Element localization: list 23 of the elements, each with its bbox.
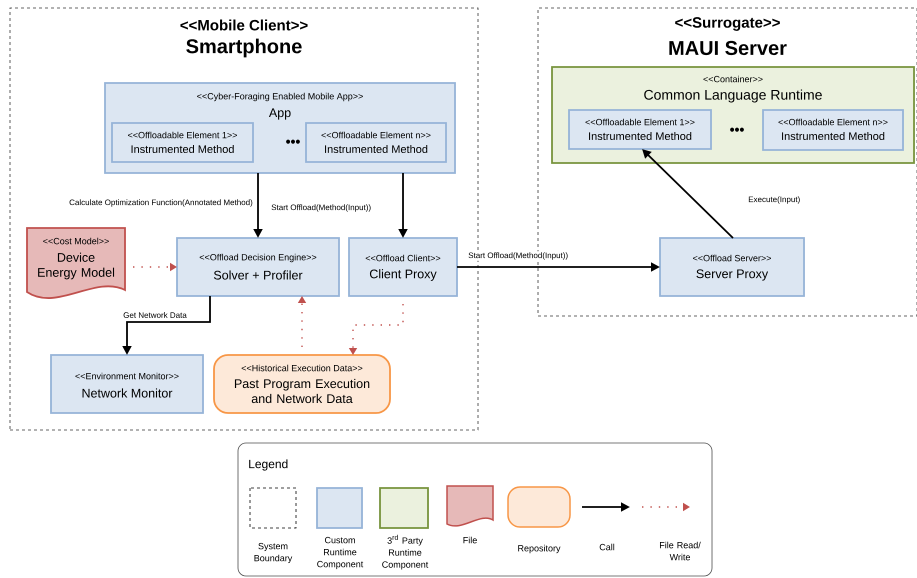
component-box: <<Offloadable Element 1>> Instrumented Method xyxy=(568,109,712,150)
component-box: <<Offloadable Element 1>> Instrumented Method xyxy=(111,122,254,163)
legend-text: Custom Runtime Component xyxy=(317,536,364,570)
edge-label: Execute(Input) xyxy=(747,195,802,205)
edge-label: Start Offload(Method(Input)) xyxy=(270,203,372,213)
ellipsis-dots: ••• xyxy=(730,128,744,132)
component-box: <<Offload Server>> Server Proxy xyxy=(659,237,805,297)
edge-label: Calculate Optimization Function(Annotated Method) xyxy=(68,198,254,208)
legend-text: File xyxy=(464,536,477,544)
component-box: <<Environment Monitor>> Network Monitor xyxy=(50,354,204,414)
legend-title: Legend xyxy=(249,459,288,471)
legend-text: File Read/ Write xyxy=(660,542,701,560)
component-box: <<Offloadable Element n>> Instrumented Method xyxy=(762,109,904,151)
component-box: <<Offloadable Element n>> Instrumented Method xyxy=(305,122,447,163)
edge-label: Start Offload(Method(Input)) xyxy=(467,251,570,261)
edge-label: Get Network Data xyxy=(122,311,188,319)
component-box: <<Offload Decision Engine>> Solver + Profiler xyxy=(176,237,340,297)
legend-text: Call xyxy=(600,544,614,550)
legend-text: $\begin{array}{c}\mbox{3}^{\mbox{\scriptsize rd}}\mbox{ Party}\\\mbox{Runtime}\\\mbox{Component}\end{array}$ xyxy=(382,534,428,570)
legend-text: Repository xyxy=(518,544,560,554)
legend-text: System Boundary xyxy=(254,542,292,564)
ellipsis-dots: ••• xyxy=(286,140,300,144)
component-box: <<Offload Client>> Client Proxy xyxy=(348,237,458,297)
